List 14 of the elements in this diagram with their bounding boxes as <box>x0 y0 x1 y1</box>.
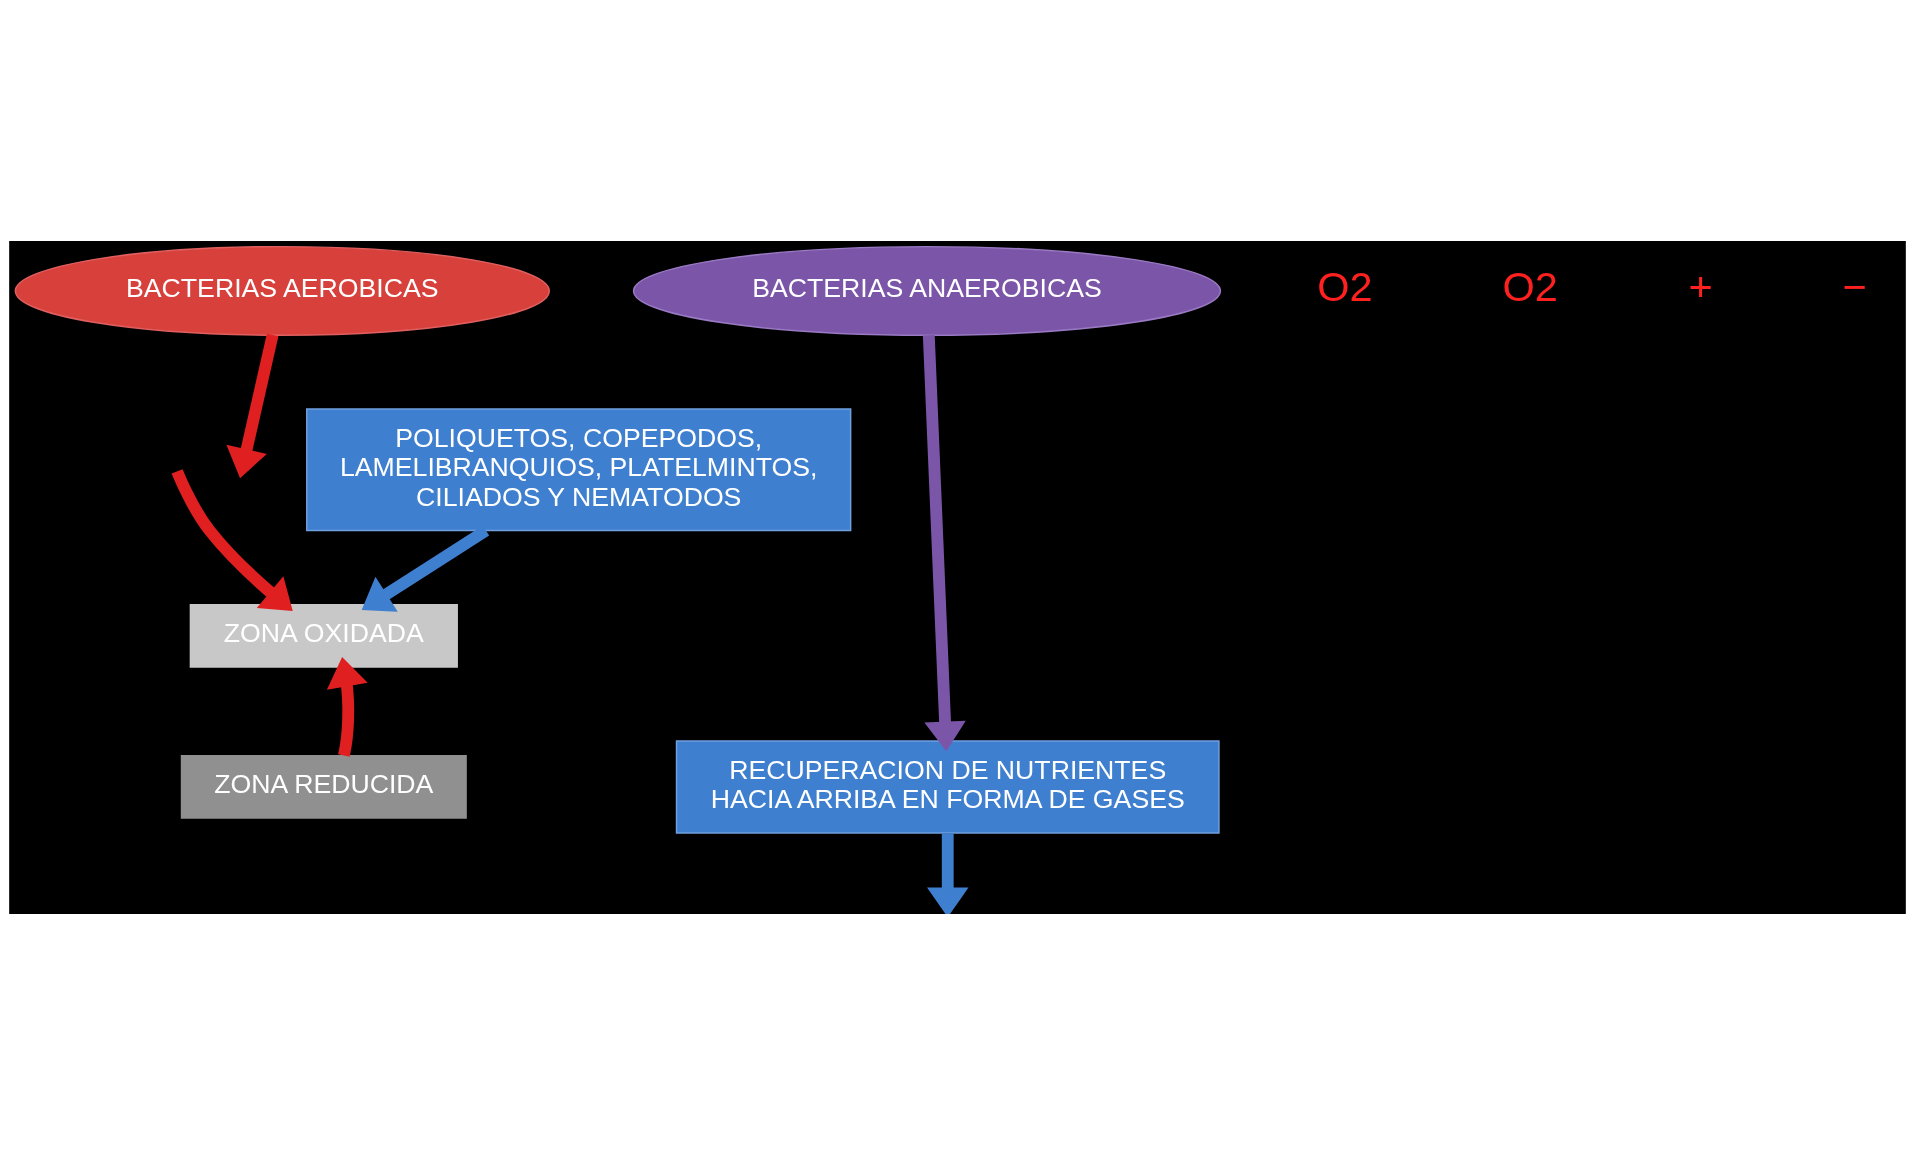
node-box: ZONA REDUCIDA <box>180 754 467 819</box>
arrow <box>226 333 279 478</box>
arrow <box>922 334 966 751</box>
node-box: POLIQUETOS, COPEPODOS, LAMELIBRANQUIOS, PLATELMINTOS, CILIADOS Y NEMATODOS <box>306 407 852 531</box>
label: O2 <box>1317 262 1373 310</box>
node-box: RECUPERACION DE NUTRIENTES HACIA ARRIBA EN FORMA DE GASES <box>675 739 1220 834</box>
label: O2 <box>1502 262 1558 310</box>
arrow <box>326 656 368 757</box>
arrow <box>171 468 293 611</box>
label: − <box>1842 262 1867 310</box>
node-ellipse: BACTERIAS AEROBICAS <box>14 245 550 336</box>
node-ellipse: BACTERIAS ANAEROBICAS <box>632 245 1222 336</box>
label: + <box>1688 262 1713 310</box>
arrow <box>927 832 969 914</box>
